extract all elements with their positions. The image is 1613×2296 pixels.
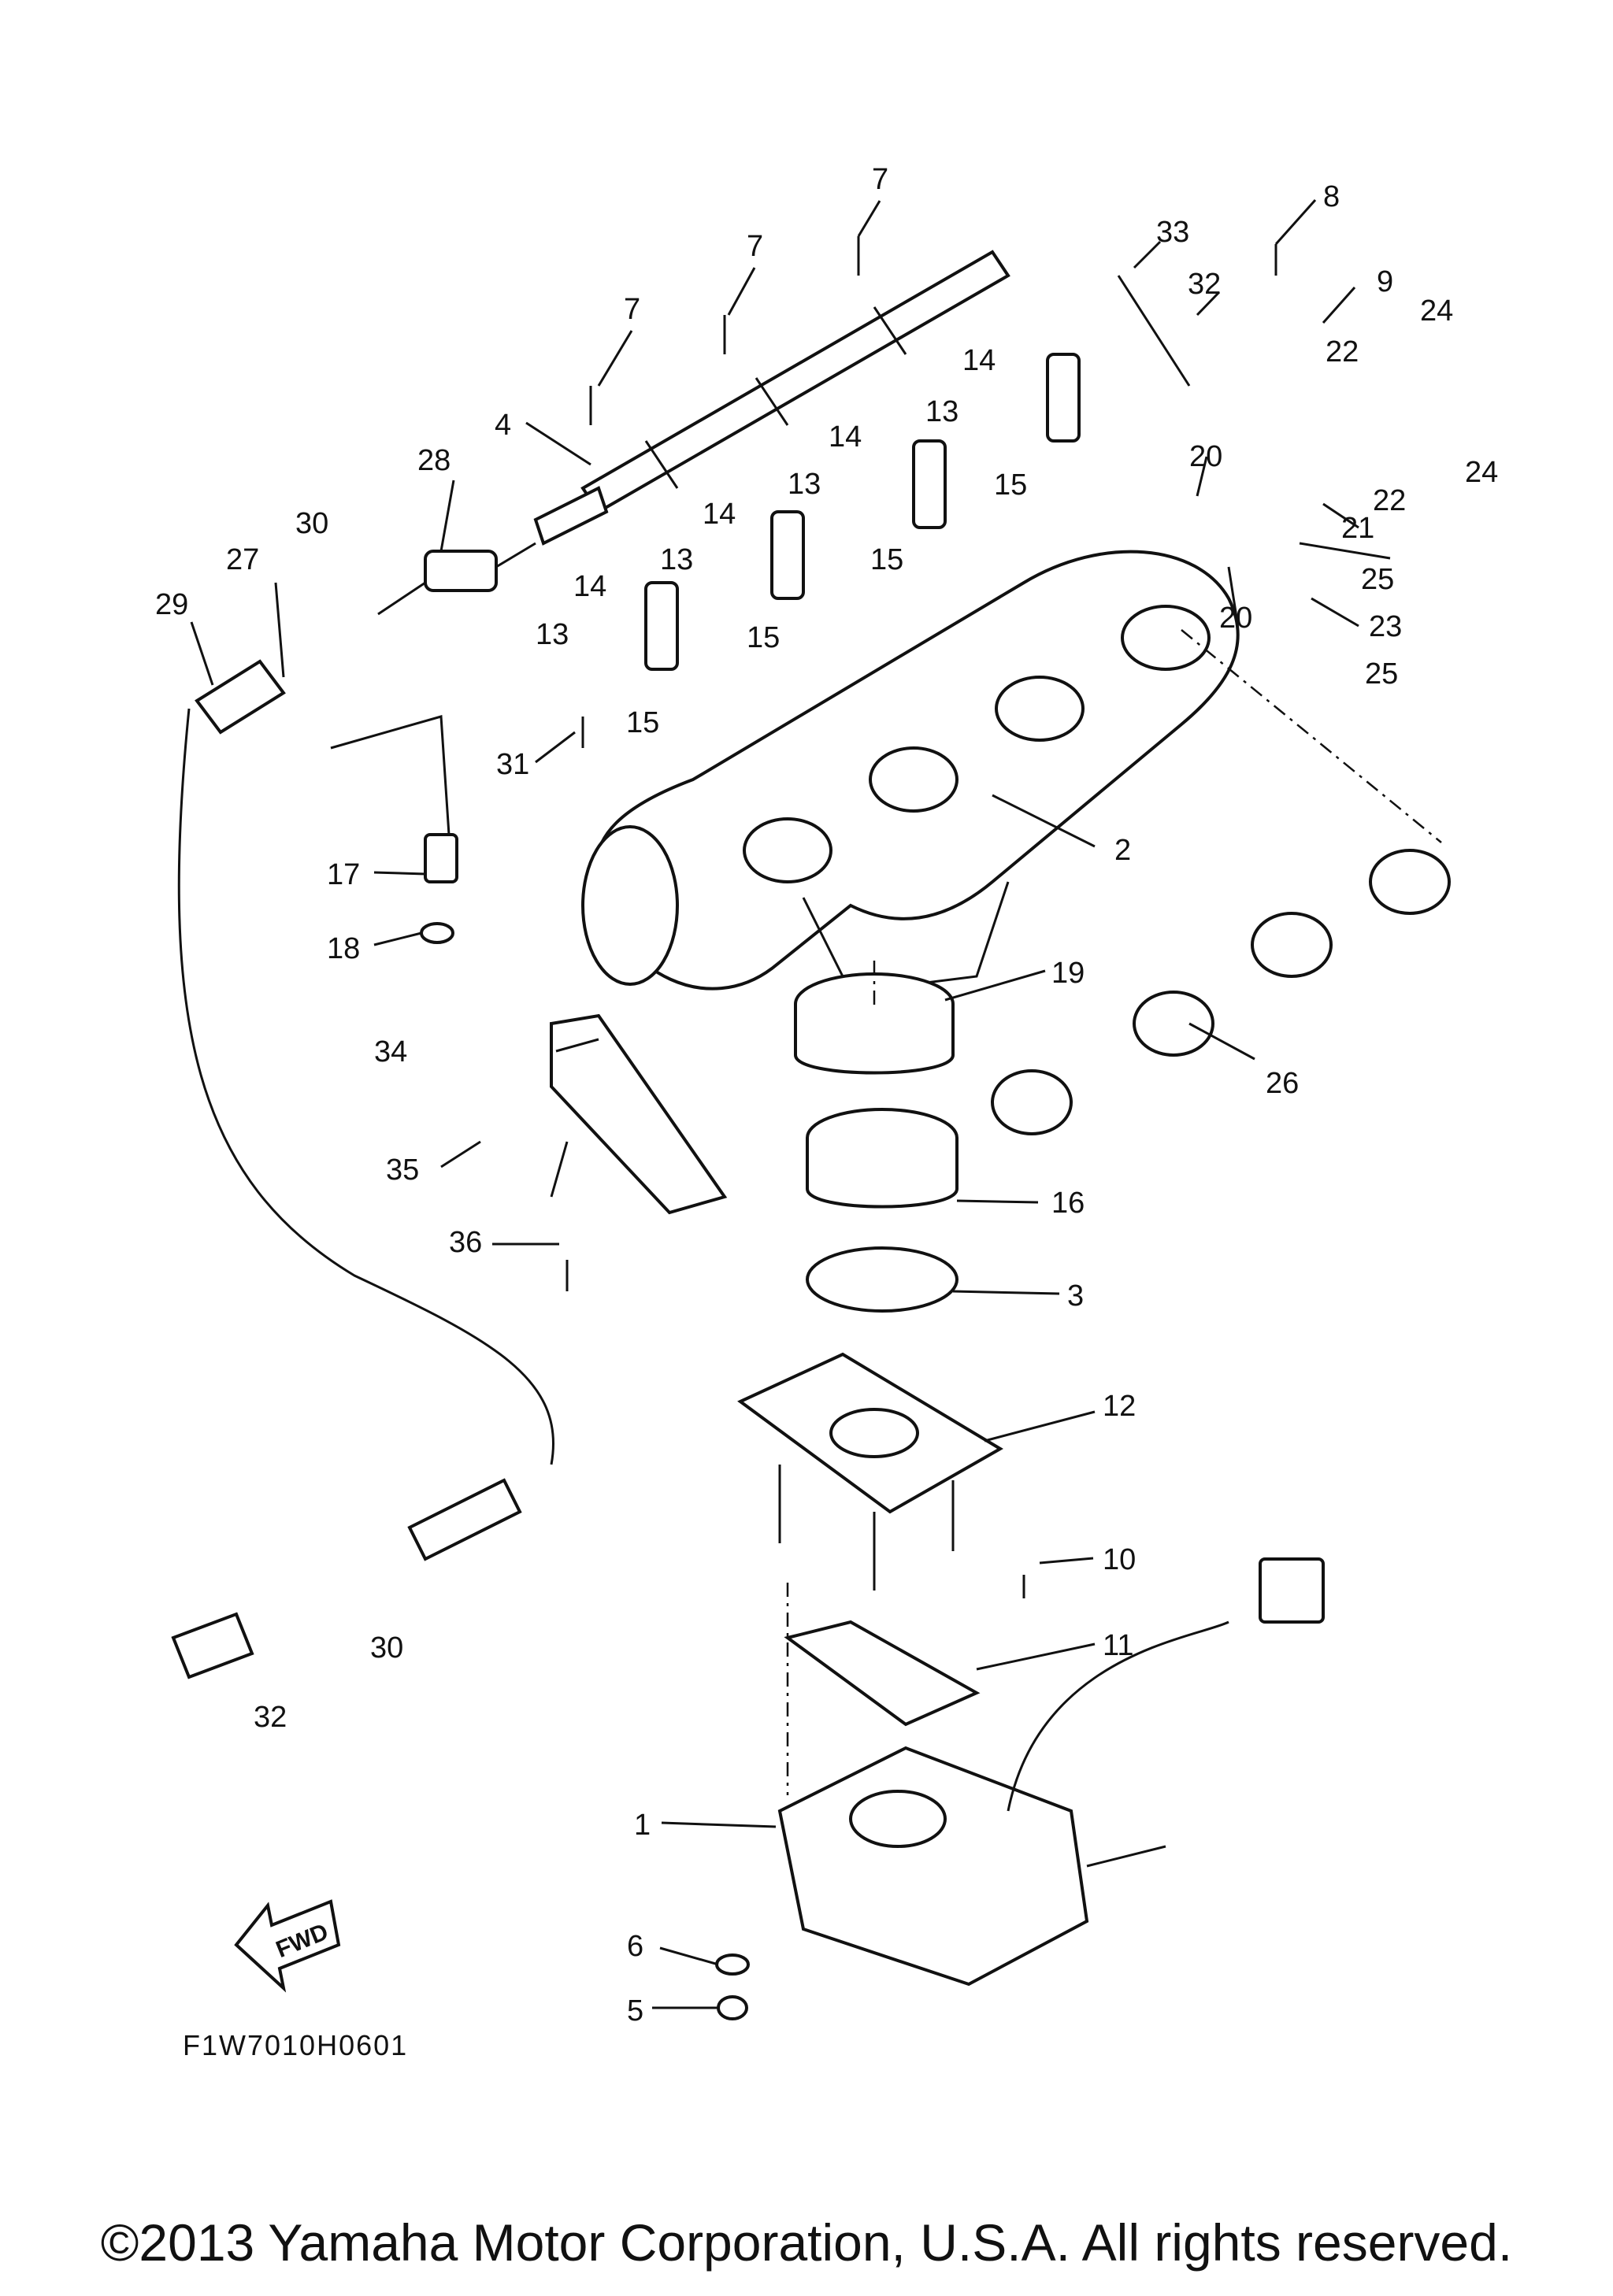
callout-7-a: 7 — [872, 163, 888, 196]
small-fasteners — [550, 236, 1277, 2020]
callout-14-a: 14 — [962, 344, 996, 377]
callout-15-a: 15 — [994, 468, 1027, 502]
callout-14-b: 14 — [829, 420, 862, 454]
callout-23: 23 — [1369, 610, 1402, 643]
callout-7-c: 7 — [624, 293, 640, 326]
callout-22-b: 22 — [1373, 484, 1406, 517]
callout-21: 21 — [1341, 512, 1374, 545]
callout-17: 17 — [327, 858, 360, 891]
fwd-arrow-icon: FWD — [234, 1899, 341, 1993]
callout-27: 27 — [226, 543, 259, 576]
callout-2: 2 — [1114, 834, 1131, 867]
callout-7-b: 7 — [747, 230, 763, 263]
callout-33: 33 — [1156, 216, 1189, 249]
callout-30-b: 30 — [370, 1631, 403, 1665]
sensor-with-lead — [330, 715, 458, 944]
callout-13-c: 13 — [660, 543, 693, 576]
callout-32-a: 32 — [1188, 268, 1221, 301]
copyright-notice: ©2013 Yamaha Motor Corporation, U.S.A. A… — [100, 2213, 1513, 2272]
callout-24-b: 24 — [1465, 456, 1498, 489]
bracket — [550, 1013, 728, 1215]
callout-8: 8 — [1323, 180, 1340, 213]
pressure-regulator — [377, 542, 536, 616]
callout-36: 36 — [449, 1226, 482, 1259]
callout-20-a: 20 — [1189, 440, 1222, 473]
callout-26: 26 — [1266, 1067, 1299, 1100]
intake-manifold — [581, 550, 1240, 994]
fuel-rail — [533, 250, 1010, 546]
callout-14-c: 14 — [703, 498, 736, 531]
callout-34: 34 — [374, 1035, 407, 1068]
callout-16: 16 — [1051, 1187, 1085, 1220]
callout-13-a: 13 — [925, 395, 959, 428]
callout-11: 11 — [1103, 1629, 1133, 1662]
flame-arrester — [794, 972, 959, 1313]
drawing-code: F1W7010H0601 — [183, 2029, 408, 2061]
callout-29: 29 — [155, 588, 188, 621]
manifold-gasket — [991, 849, 1451, 1135]
callout-32-b: 32 — [254, 1701, 287, 1734]
callout-10: 10 — [1103, 1543, 1136, 1576]
callout-24-a: 24 — [1420, 294, 1453, 328]
callout-30-a: 30 — [295, 507, 328, 540]
callouts: 1 2 3 4 5 6 7 7 7 8 9 10 11 12 13 13 13 … — [155, 163, 1498, 2028]
callout-5: 5 — [627, 1994, 643, 2028]
throttle-body — [777, 1557, 1325, 1987]
fuel-injectors — [644, 353, 1081, 671]
callout-25-a: 25 — [1361, 563, 1394, 596]
callout-9: 9 — [1377, 265, 1393, 298]
callout-6: 6 — [627, 1930, 643, 1963]
callout-22-a: 22 — [1326, 335, 1359, 368]
callout-31: 31 — [496, 748, 529, 781]
callout-15-c: 15 — [747, 621, 780, 654]
callout-28: 28 — [417, 444, 451, 477]
callout-18: 18 — [327, 932, 360, 965]
callout-12: 12 — [1103, 1390, 1136, 1423]
hose-assembly — [171, 659, 554, 1679]
callout-3: 3 — [1067, 1279, 1084, 1313]
callout-25-b: 25 — [1365, 657, 1398, 691]
callout-4: 4 — [495, 409, 511, 442]
callout-20-b: 20 — [1219, 602, 1252, 635]
assembly-guide-lines — [786, 629, 1442, 1795]
callout-14-d: 14 — [573, 570, 606, 603]
callout-19: 19 — [1051, 957, 1085, 990]
callout-15-b: 15 — [870, 543, 903, 576]
callout-13-b: 13 — [788, 468, 821, 501]
leader-lines — [190, 199, 1391, 2009]
callout-35: 35 — [386, 1154, 419, 1187]
callout-13-d: 13 — [536, 618, 569, 651]
callout-15-d: 15 — [626, 706, 659, 739]
callout-1: 1 — [634, 1809, 651, 1842]
throttle-body-plate — [737, 1352, 1003, 1591]
